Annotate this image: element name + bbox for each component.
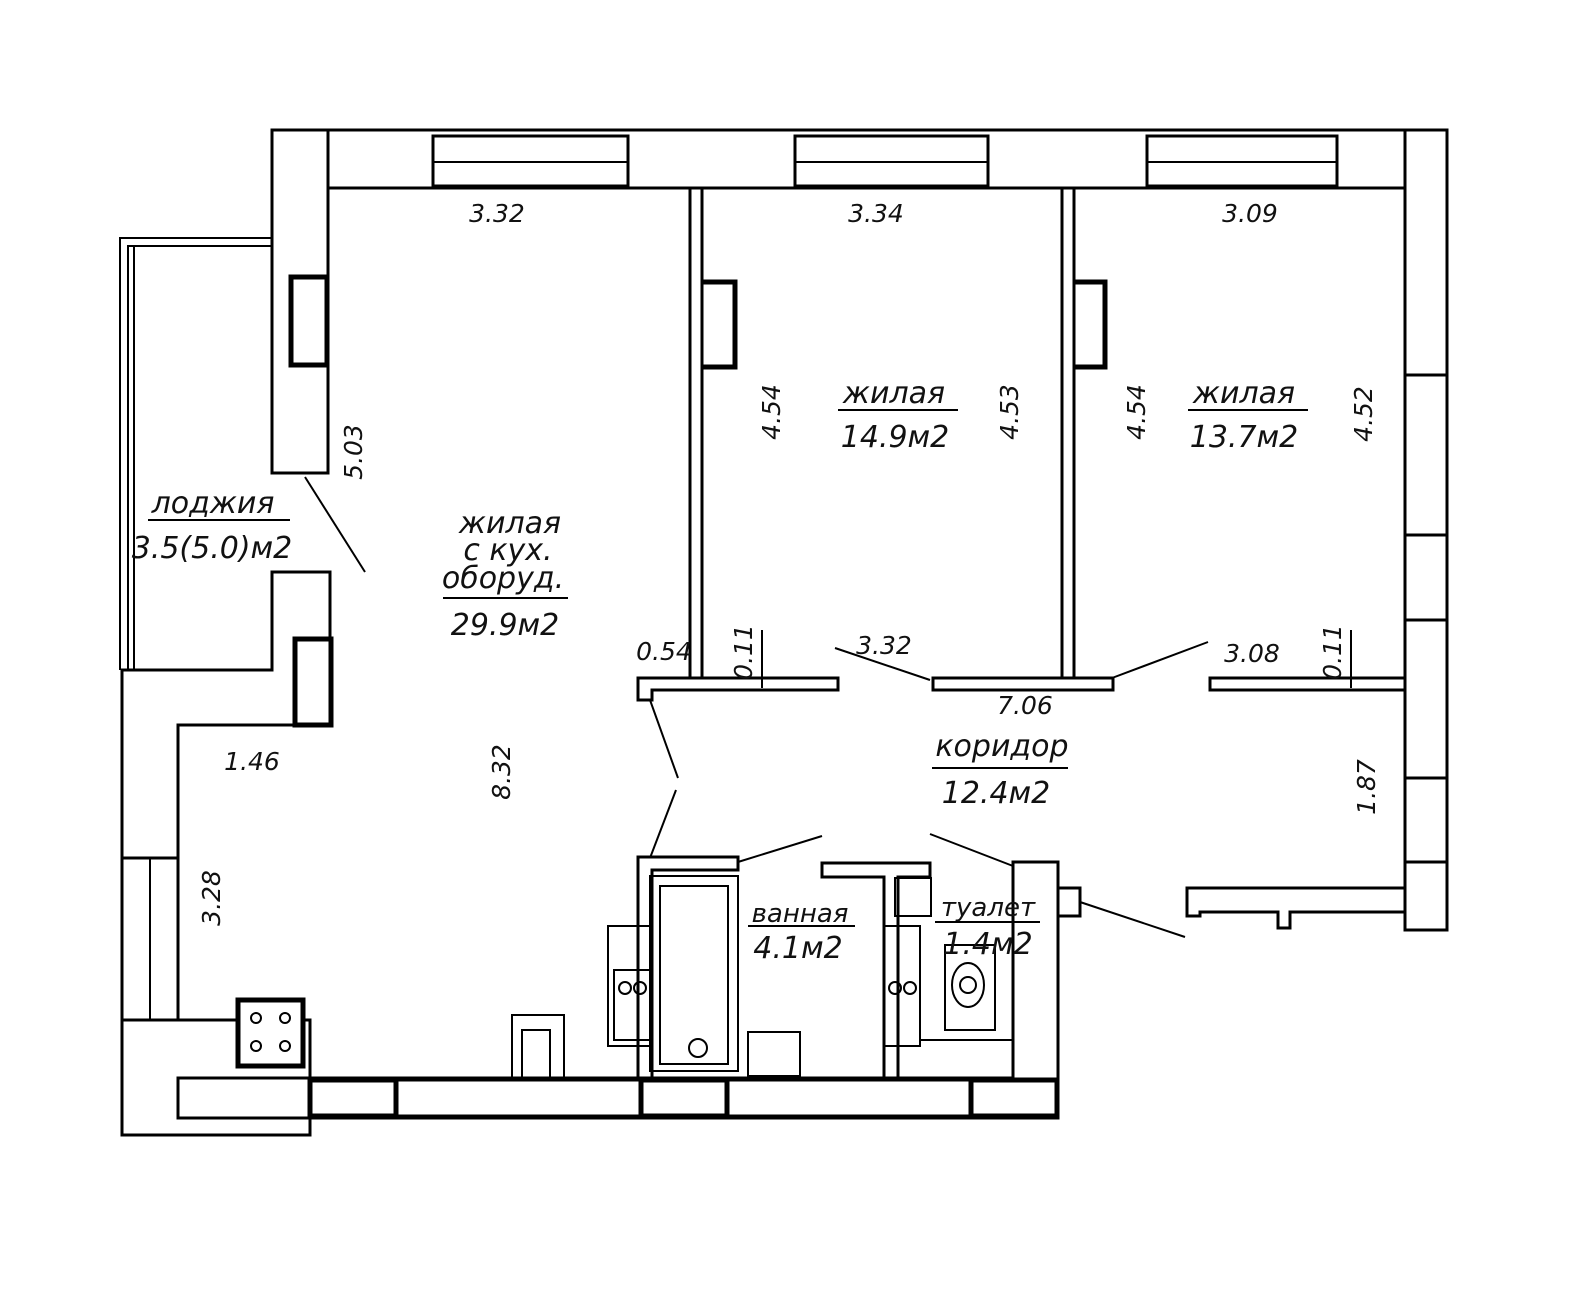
- partitions: [636, 186, 1407, 1080]
- dim-kitchen-step: 1.46: [224, 747, 280, 776]
- stove: [235, 997, 306, 1069]
- dim-bedroom1-right: 4.53: [995, 384, 1024, 440]
- bedroom1-name: жилая: [842, 376, 945, 411]
- dim-bedroom2-top: 3.09: [1222, 199, 1278, 228]
- corridor-area: 12.4м2: [942, 776, 1051, 811]
- washing-machine: [747, 1031, 801, 1077]
- door-swings: [304, 476, 1209, 938]
- bathtub: [649, 875, 739, 1072]
- dim-kitchen-lower: 3.28: [197, 870, 226, 926]
- washbasin: [607, 925, 653, 1047]
- bedroom2-area: 13.7м2: [1190, 420, 1299, 455]
- dim-kitchen-top: 3.32: [469, 199, 525, 228]
- left-window: [120, 856, 180, 1022]
- bathroom-name: ванная: [752, 899, 849, 929]
- dim-bedroom2-right: 4.52: [1349, 386, 1378, 442]
- toilet-area: 1.4м2: [943, 927, 1032, 962]
- loggia-name: лоджия: [151, 486, 275, 521]
- bedroom2-name: жилая: [1192, 376, 1295, 411]
- bottom-windows: [307, 1077, 1060, 1119]
- dim-wall-a: 0.11: [729, 624, 758, 680]
- loggia-area: 3.5(5.0)м2: [132, 531, 293, 566]
- dim-kitchen-side: 5.03: [339, 424, 368, 480]
- corridor-name: коридор: [935, 729, 1068, 764]
- dim-wall-b: 0.11: [1318, 624, 1347, 680]
- dim-corridor-right: 1.87: [1352, 759, 1381, 815]
- kitchen-duct: [511, 1014, 565, 1079]
- room-labels: жилая с кух. оборуд. 29.9м2 жилая 14.9м2…: [132, 376, 1308, 966]
- bathroom-area: 4.1м2: [753, 931, 842, 966]
- right-windows: [1403, 373, 1449, 932]
- loggia-outline: [119, 237, 272, 670]
- kitchen-name-2: с кух.: [463, 533, 552, 568]
- bedroom1-area: 14.9м2: [841, 420, 950, 455]
- dim-bedroom1-top: 3.34: [848, 199, 904, 228]
- dim-kitchen-length: 8.32: [487, 744, 516, 800]
- kitchen-name-1: жилая: [458, 506, 561, 541]
- dim-bedroom1-bottom: 3.32: [856, 631, 912, 660]
- toilet-fixture: [883, 877, 1013, 1047]
- dim-corridor-step: 0.54: [636, 637, 692, 666]
- dimension-labels: 3.32 3.34 3.09 5.03 4.54 4.53 4.54 4.52 …: [197, 199, 1381, 926]
- top-windows: [431, 134, 1339, 188]
- dim-bedroom1-left: 4.54: [757, 384, 786, 440]
- toilet-name: туалет: [941, 893, 1036, 923]
- dim-bedroom2-left: 4.54: [1122, 384, 1151, 440]
- kitchen-name-3: оборуд.: [442, 561, 564, 596]
- dim-bedroom2-bottom: 3.08: [1224, 639, 1280, 668]
- dim-corridor-length: 7.06: [997, 691, 1053, 720]
- kitchen-area: 29.9м2: [451, 608, 560, 643]
